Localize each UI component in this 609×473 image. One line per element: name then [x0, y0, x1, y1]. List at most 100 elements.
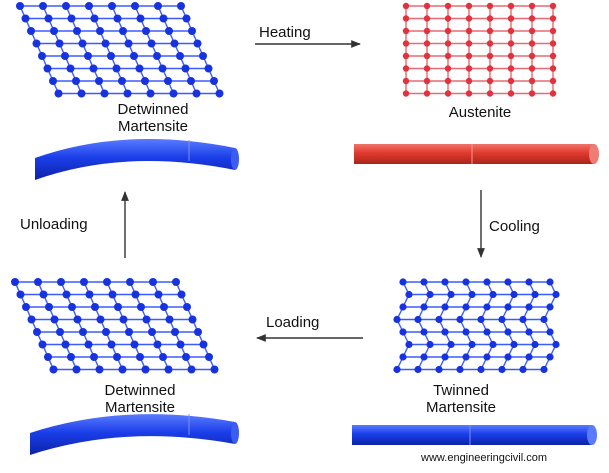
lattice-atom	[507, 77, 515, 85]
lattice-atom	[61, 340, 70, 349]
lattice-atom	[148, 328, 156, 336]
lattice-atom	[441, 303, 449, 311]
lattice-atom	[552, 290, 560, 299]
lattice-atom	[72, 365, 81, 374]
state-label-bottom-right: Twinned Martensite	[386, 382, 536, 416]
lattice-atom	[486, 77, 494, 85]
lattice-atom	[423, 2, 431, 10]
lattice-atom	[62, 2, 70, 10]
lattice-atom	[465, 2, 473, 10]
lattice-atom	[114, 303, 122, 311]
lattice-atom	[549, 77, 557, 85]
lattice-atom	[33, 328, 41, 336]
lattice-atom	[182, 353, 190, 361]
lattice-atom	[444, 90, 452, 97]
label-line: Twinned	[433, 382, 489, 399]
lattice-atom	[483, 353, 491, 361]
lattice-atom	[510, 290, 518, 299]
lattice-atom	[444, 27, 452, 35]
lattice-atom	[486, 27, 494, 35]
lattice-atom	[423, 90, 431, 97]
lattice-atom	[399, 353, 407, 361]
lattice-atom	[393, 315, 401, 324]
lattice-atom	[552, 340, 560, 349]
lattice-atom	[43, 64, 52, 73]
lattice-atom	[525, 278, 533, 286]
lattice-atom	[199, 340, 208, 349]
state-label-bottom-left: Detwinned Martensite	[65, 382, 215, 416]
lattice-atom	[402, 65, 410, 72]
lattice-atom	[160, 303, 168, 311]
lattice-atom	[504, 303, 512, 311]
lattice-atom	[159, 14, 168, 23]
lattice-atom	[423, 40, 431, 47]
lattice-atom	[142, 315, 151, 324]
lattice-atom	[447, 290, 455, 299]
lattice-atom	[399, 328, 407, 336]
lattice-atom	[84, 52, 92, 60]
lattice-atom	[483, 328, 491, 336]
lattice-atom	[165, 27, 173, 35]
lattice-atom	[153, 340, 162, 349]
lattice-atom	[546, 278, 554, 286]
lattice-atom	[181, 64, 190, 73]
lattice-atom	[44, 14, 53, 23]
lattice-atom	[420, 278, 428, 286]
lattice-atom	[154, 290, 163, 299]
lattice-atom	[183, 303, 191, 311]
lattice-atom	[435, 365, 443, 374]
lattice-atom	[199, 52, 207, 60]
arrow-label-loading: Loading	[266, 314, 320, 331]
lattice-atom	[210, 77, 218, 85]
label-line: Austenite	[448, 104, 512, 121]
lattice-atom	[528, 2, 536, 10]
lattice-atom	[80, 278, 88, 286]
lattice-atom	[95, 77, 103, 85]
lattice-atom	[486, 52, 494, 60]
lattice-atom	[402, 2, 410, 10]
lattice-atom	[420, 353, 428, 361]
lattice-atom	[27, 315, 36, 324]
lattice-atom	[507, 90, 515, 97]
lattice-atom	[444, 65, 452, 72]
lattice-atom	[549, 52, 557, 60]
lattice-atom	[414, 315, 422, 324]
lattice-austenite	[402, 2, 557, 97]
lattice-atom	[172, 278, 180, 286]
lattice-atom	[100, 89, 109, 98]
lattice-atom	[507, 52, 515, 60]
lattice-atom	[158, 64, 167, 73]
lattice-atom	[39, 2, 47, 10]
lattice-atom	[531, 340, 539, 349]
lattice-atom	[34, 278, 42, 286]
lattice-atom	[130, 340, 139, 349]
lattice-atom	[72, 77, 80, 85]
lattice-atom	[73, 315, 82, 324]
lattice-atom	[188, 27, 196, 35]
lattice-atom	[96, 315, 105, 324]
lattice-atom	[77, 89, 86, 98]
lattice-atom	[119, 27, 127, 35]
lattice-atom	[54, 89, 63, 98]
lattice-atom	[546, 303, 554, 311]
lattice-atom	[456, 365, 464, 374]
lattice-atom	[423, 15, 431, 22]
lattice-atom	[519, 365, 527, 374]
lattice-atom	[38, 340, 47, 349]
lattice-atom	[498, 315, 506, 324]
bent-bar-bottom	[30, 414, 239, 455]
lattice-atom	[414, 365, 422, 374]
lattice-atom	[125, 328, 133, 336]
lattice-atom	[159, 353, 167, 361]
lattice-atom	[489, 340, 497, 349]
lattice-atom	[477, 365, 485, 374]
lattice-atom	[444, 52, 452, 60]
lattice-atom	[507, 2, 515, 10]
lattice-atom	[21, 14, 30, 23]
lattice-atom	[137, 303, 145, 311]
lattice-atom	[68, 303, 76, 311]
lattice-atom	[177, 2, 185, 10]
lattice-atom	[465, 52, 473, 60]
lattice-atom	[528, 90, 536, 97]
lattice-atom	[108, 290, 117, 299]
